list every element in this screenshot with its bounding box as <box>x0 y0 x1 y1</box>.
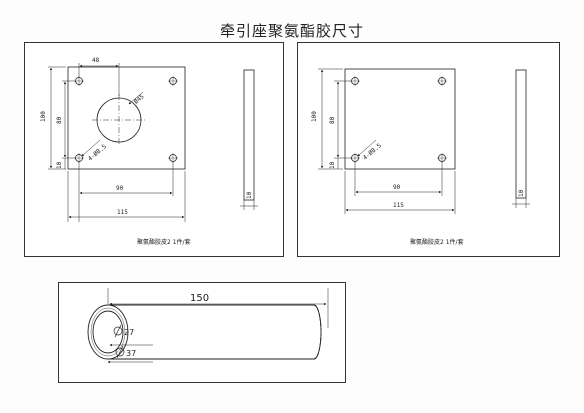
right-side-view <box>515 69 527 199</box>
dim-inner-width: 90 <box>116 185 124 192</box>
dim-tube-length: 150 <box>190 293 209 304</box>
left-plate-outline <box>67 66 186 170</box>
dim-height-inner: 80 <box>56 116 63 124</box>
dim-tube-outer-diameter: 37 <box>126 349 136 358</box>
tube-dimension-labels: 150 27 37 <box>124 293 209 358</box>
tube-bore <box>92 310 124 354</box>
left-bolt-holes <box>74 76 178 163</box>
dim-bottom-offset: 10 <box>329 161 336 169</box>
right-dimension-labels: 100 80 10 4-Ø8.5 90 115 10 聚氨酯胶皮2 1件/套 <box>311 111 525 246</box>
left-side-view <box>243 69 255 201</box>
dim-thickness: 10 <box>246 191 253 199</box>
dim-height-total: 100 <box>311 111 318 122</box>
tube-panel-frame <box>58 282 346 383</box>
dim-inner-width: 90 <box>393 184 401 191</box>
dim-hole-small: 4-Ø8.5 <box>362 142 383 162</box>
dim-height-inner: 80 <box>329 116 336 124</box>
dim-hole-circle: Ø45 <box>133 93 146 106</box>
dim-outer-width: 115 <box>393 202 404 209</box>
right-bolt-holes <box>350 76 447 163</box>
left-plate-drawing <box>48 63 258 222</box>
page-title: 牵引座聚氨酯胶尺寸 <box>219 22 364 40</box>
left-panel-frame <box>24 42 284 257</box>
tube-drawing <box>87 288 329 364</box>
dim-hole-small: 4-Ø8.5 <box>87 143 108 163</box>
tube-near-end <box>87 304 129 360</box>
dim-height-total: 100 <box>40 111 47 122</box>
left-panel-caption: 聚氨酯胶皮2 1件/套 <box>137 238 191 246</box>
left-dimension-labels: 48 100 80 10 Ø45 4-Ø8.5 90 115 10 聚氨酯胶皮2… <box>40 57 253 246</box>
right-plate-outline <box>344 68 456 170</box>
dim-bottom-offset: 10 <box>56 161 63 169</box>
right-plate-drawing <box>318 68 530 214</box>
dim-thickness: 10 <box>518 189 525 197</box>
dim-outer-width: 115 <box>117 209 128 216</box>
dim-tube-inner-diameter: 27 <box>124 328 134 337</box>
dim-top-width: 48 <box>92 57 100 64</box>
right-panel-caption: 聚氨酯胶皮2 1件/套 <box>410 238 464 246</box>
